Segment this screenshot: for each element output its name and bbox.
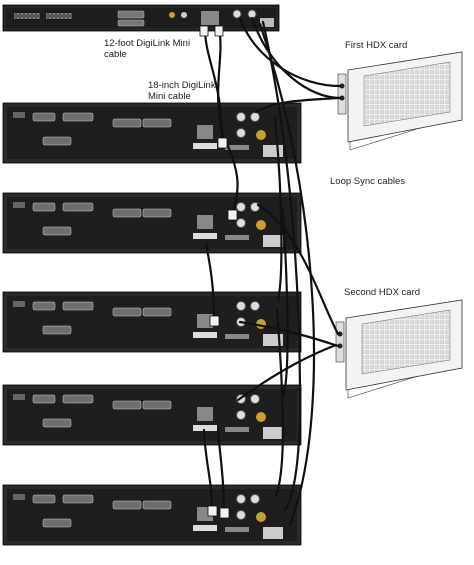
loop-sync-vertical-2: [281, 208, 289, 397]
connector-plugs: [199, 25, 238, 519]
digilink-cable-unit1-2: [226, 144, 239, 217]
label-second-hdx-card: Second HDX card: [344, 287, 421, 298]
label-18in-cable-line2: Mini cable: [148, 91, 191, 102]
label-first-hdx-card: First HDX card: [345, 40, 408, 51]
digilink-cable-unit3-a: [238, 320, 340, 348]
digilink-cable-unit4-b: [202, 428, 214, 512]
label-18in-cable-line1: 18-inch DigiLink: [148, 80, 216, 91]
digilink-cable-top-b: [250, 16, 342, 100]
digilink-cable-unit4-c: [216, 428, 226, 514]
loop-sync-vertical-1: [273, 116, 283, 302]
io-unit-5: [2, 484, 302, 546]
digilink-cable-unit2-b: [256, 203, 340, 336]
digilink-cable-unit1: [254, 96, 340, 114]
label-12ft-cable-line1: 12-foot DigiLink Mini: [104, 38, 191, 49]
io-unit-1: [2, 102, 302, 164]
io-unit-3: [2, 291, 302, 353]
label-12ft-cable: 12-foot DigiLink Mini cable: [104, 38, 190, 60]
label-18in-cable: 18-inch DigiLink Mini cable: [148, 80, 216, 102]
digilink-cable-18in-a: [203, 26, 224, 142]
digilink-cable-unit4-a: [236, 343, 338, 402]
io-unit-top: [2, 4, 280, 32]
digilink-cable-unit2-a: [204, 241, 216, 322]
loop-sync-cable-main: [261, 20, 302, 512]
label-12ft-cable-line2: cable: [104, 49, 127, 60]
loop-sync-cable-return: [258, 22, 316, 527]
io-unit-2: [2, 192, 302, 254]
label-loop-sync-cables: Loop Sync cables: [330, 176, 405, 187]
hdx-card-first: [337, 51, 463, 151]
io-unit-4: [2, 384, 302, 446]
cables: [202, 16, 342, 527]
hdx-card-second: [335, 299, 463, 399]
loop-sync-vertical-3: [274, 308, 284, 497]
digilink-cable-18in-b: [217, 26, 227, 147]
